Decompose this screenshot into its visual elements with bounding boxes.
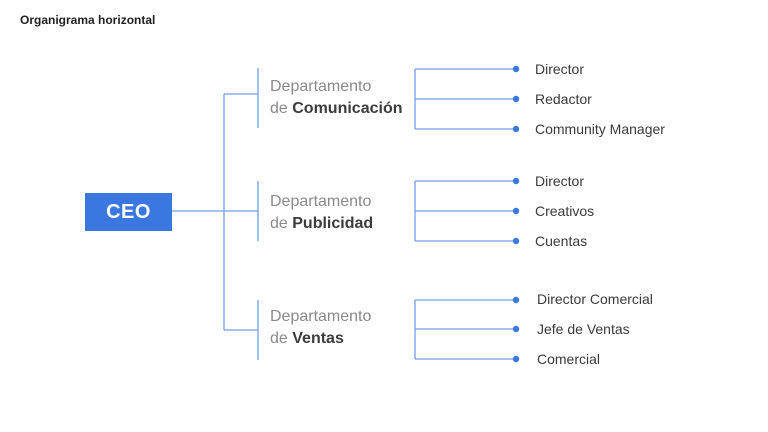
- department-name: Comunicación: [292, 100, 403, 117]
- department-name-line: de Publicidad: [270, 213, 430, 235]
- role-label: Creativos: [535, 203, 595, 219]
- role-label: Redactor: [535, 91, 592, 107]
- role-label: Community Manager: [535, 121, 665, 137]
- department-de: de: [270, 330, 288, 347]
- department-name: Publicidad: [292, 215, 374, 232]
- role-label: Cuentas: [535, 233, 588, 249]
- page-title: Organigrama horizontal: [20, 13, 156, 27]
- department-de: de: [270, 215, 288, 232]
- node-dot: [512, 355, 520, 363]
- node-dot: [512, 95, 520, 103]
- node-dot: [512, 207, 520, 215]
- node-dot: [512, 65, 520, 73]
- department-comunicacion: Departamento de Comunicación: [270, 76, 430, 120]
- ceo-box: CEO: [85, 193, 172, 231]
- node-dot: [512, 177, 520, 185]
- department-name-line: de Ventas: [270, 328, 430, 350]
- department-publicidad: Departamento de Publicidad: [270, 191, 430, 235]
- role-label: Jefe de Ventas: [537, 321, 630, 337]
- role-label: Comercial: [537, 351, 601, 367]
- department-ventas: Departamento de Ventas: [270, 306, 430, 350]
- role-label: Director: [535, 173, 585, 189]
- role-label: Director Comercial: [537, 291, 653, 307]
- department-name: Ventas: [292, 330, 344, 347]
- department-prefix: Departamento: [270, 308, 372, 325]
- department-de: de: [270, 100, 288, 117]
- node-dot: [512, 125, 520, 133]
- node-dot: [512, 296, 520, 304]
- role-label: Director: [535, 61, 585, 77]
- department-prefix: Departamento: [270, 78, 372, 95]
- department-name-line: de Comunicación: [270, 98, 430, 120]
- node-dot: [512, 325, 520, 333]
- department-prefix: Departamento: [270, 193, 372, 210]
- node-dot: [512, 237, 520, 245]
